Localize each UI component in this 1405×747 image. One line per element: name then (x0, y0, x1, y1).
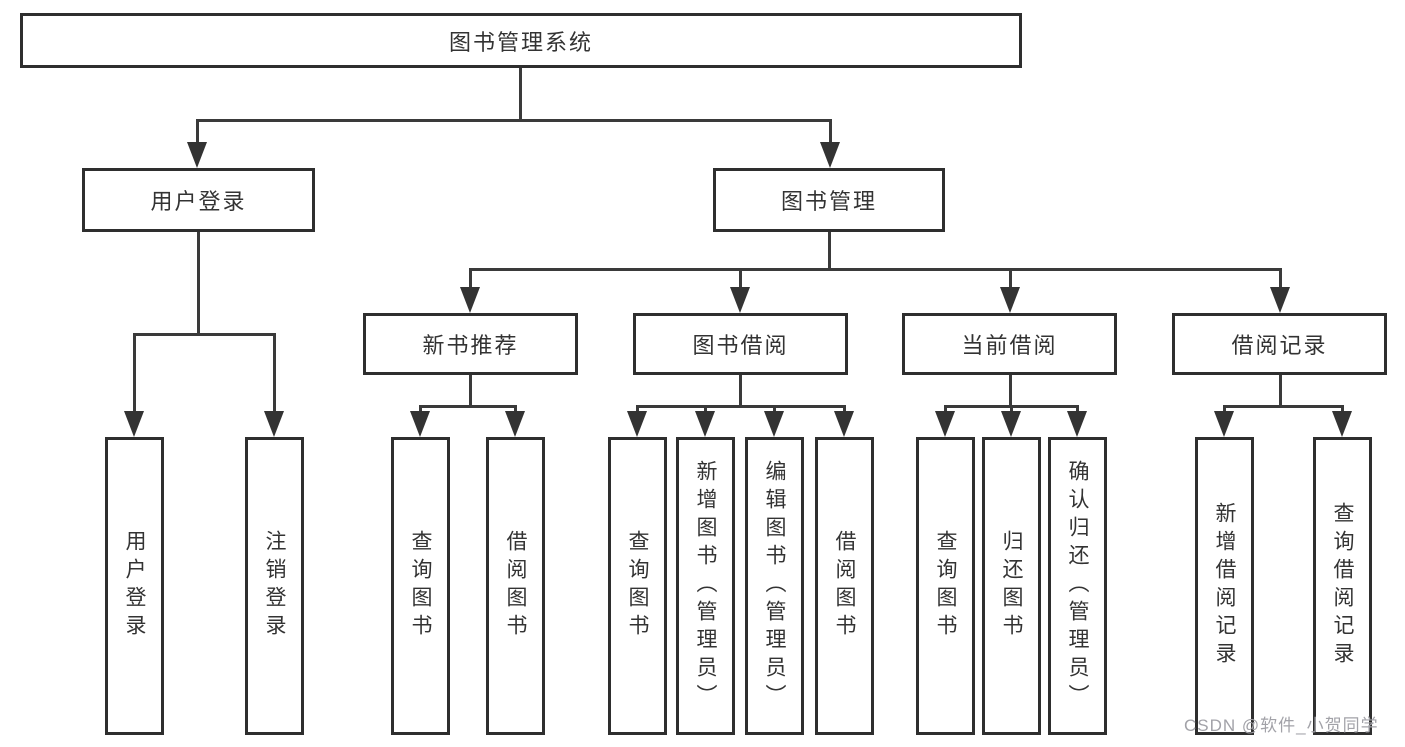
node-book-management: 图书管理 (713, 168, 945, 232)
leaf-query-book-3: 查询图书 (916, 437, 975, 735)
connector-drop-leaf-logout (273, 333, 276, 413)
leaf-user-login: 用户登录 (105, 437, 164, 735)
arrowhead-return-book (1001, 411, 1021, 437)
node-new-book-recommend: 新书推荐 (363, 313, 578, 375)
leaf-add-book-admin: 新增图书（管理员） (676, 437, 735, 735)
arrowhead-book-borrow (730, 287, 750, 313)
connector-drop-book-borrow (739, 268, 742, 290)
arrowhead-add-book (695, 411, 715, 437)
arrowhead-confirm-return (1067, 411, 1087, 437)
arrowhead-new-book-recommend (460, 287, 480, 313)
connector-drop-book-management (829, 119, 832, 146)
connector-drop-edit-book (773, 405, 776, 413)
connector-new-book-recommend-branch (419, 405, 517, 408)
arrowhead-borrow-book-2 (834, 411, 854, 437)
connector-drop-query-book-2 (636, 405, 639, 413)
connector-drop-new-book-recommend (469, 268, 472, 290)
connector-drop-borrow-book-1 (514, 405, 517, 413)
leaf-borrow-book-1: 借阅图书 (486, 437, 545, 735)
arrowhead-query-book-3 (935, 411, 955, 437)
leaf-query-book-1: 查询图书 (391, 437, 450, 735)
connector-drop-borrow-record (1279, 268, 1282, 290)
leaf-return-book: 归还图书 (982, 437, 1041, 735)
arrowhead-borrow-record (1270, 287, 1290, 313)
connector-user-login-trunk (197, 232, 200, 336)
connector-book-borrow-branch (636, 405, 846, 408)
connector-drop-return-book (1010, 405, 1013, 413)
node-current-borrow: 当前借阅 (902, 313, 1117, 375)
connector-borrow-record-branch (1223, 405, 1344, 408)
leaf-logout: 注销登录 (245, 437, 304, 735)
arrowhead-query-book-1 (410, 411, 430, 437)
leaf-borrow-book-2: 借阅图书 (815, 437, 874, 735)
connector-user-login-branch (133, 333, 275, 336)
arrowhead-book-management (820, 142, 840, 168)
connector-level2-branch (196, 119, 832, 122)
connector-root-trunk (519, 68, 522, 121)
connector-book-borrow-trunk (739, 375, 742, 408)
arrowhead-edit-book (764, 411, 784, 437)
leaf-edit-book-admin: 编辑图书（管理员） (745, 437, 804, 735)
connector-drop-add-borrow-record (1223, 405, 1226, 413)
arrowhead-leaf-logout (264, 411, 284, 437)
arrowhead-leaf-user-login (124, 411, 144, 437)
leaf-confirm-return-admin: 确认归还（管理员） (1048, 437, 1107, 735)
connector-level3-branch (469, 268, 1282, 271)
connector-drop-user-login (196, 119, 199, 146)
arrowhead-user-login (187, 142, 207, 168)
node-borrow-record: 借阅记录 (1172, 313, 1387, 375)
node-root: 图书管理系统 (20, 13, 1022, 68)
connector-drop-add-book (704, 405, 707, 413)
connector-drop-query-book-3 (944, 405, 947, 413)
connector-drop-query-borrow-record (1341, 405, 1344, 413)
node-book-borrow: 图书借阅 (633, 313, 848, 375)
watermark-text: CSDN @软件_小贺同学 (1184, 716, 1379, 735)
connector-drop-leaf-user-login (133, 333, 136, 413)
arrowhead-borrow-book-1 (505, 411, 525, 437)
arrowhead-query-book-2 (627, 411, 647, 437)
arrowhead-query-borrow-record (1332, 411, 1352, 437)
leaf-query-book-2: 查询图书 (608, 437, 667, 735)
connector-drop-confirm-return (1076, 405, 1079, 413)
node-user-login: 用户登录 (82, 168, 315, 232)
leaf-query-borrow-record: 查询借阅记录 (1313, 437, 1372, 735)
connector-borrow-record-trunk (1279, 375, 1282, 408)
arrowhead-add-borrow-record (1214, 411, 1234, 437)
arrowhead-current-borrow (1000, 287, 1020, 313)
connector-current-borrow-trunk (1009, 375, 1012, 408)
connector-drop-borrow-book-2 (843, 405, 846, 413)
leaf-add-borrow-record: 新增借阅记录 (1195, 437, 1254, 735)
connector-book-management-trunk (828, 232, 831, 271)
connector-new-book-recommend-trunk (469, 375, 472, 408)
connector-drop-current-borrow (1009, 268, 1012, 290)
connector-drop-query-book-1 (419, 405, 422, 413)
